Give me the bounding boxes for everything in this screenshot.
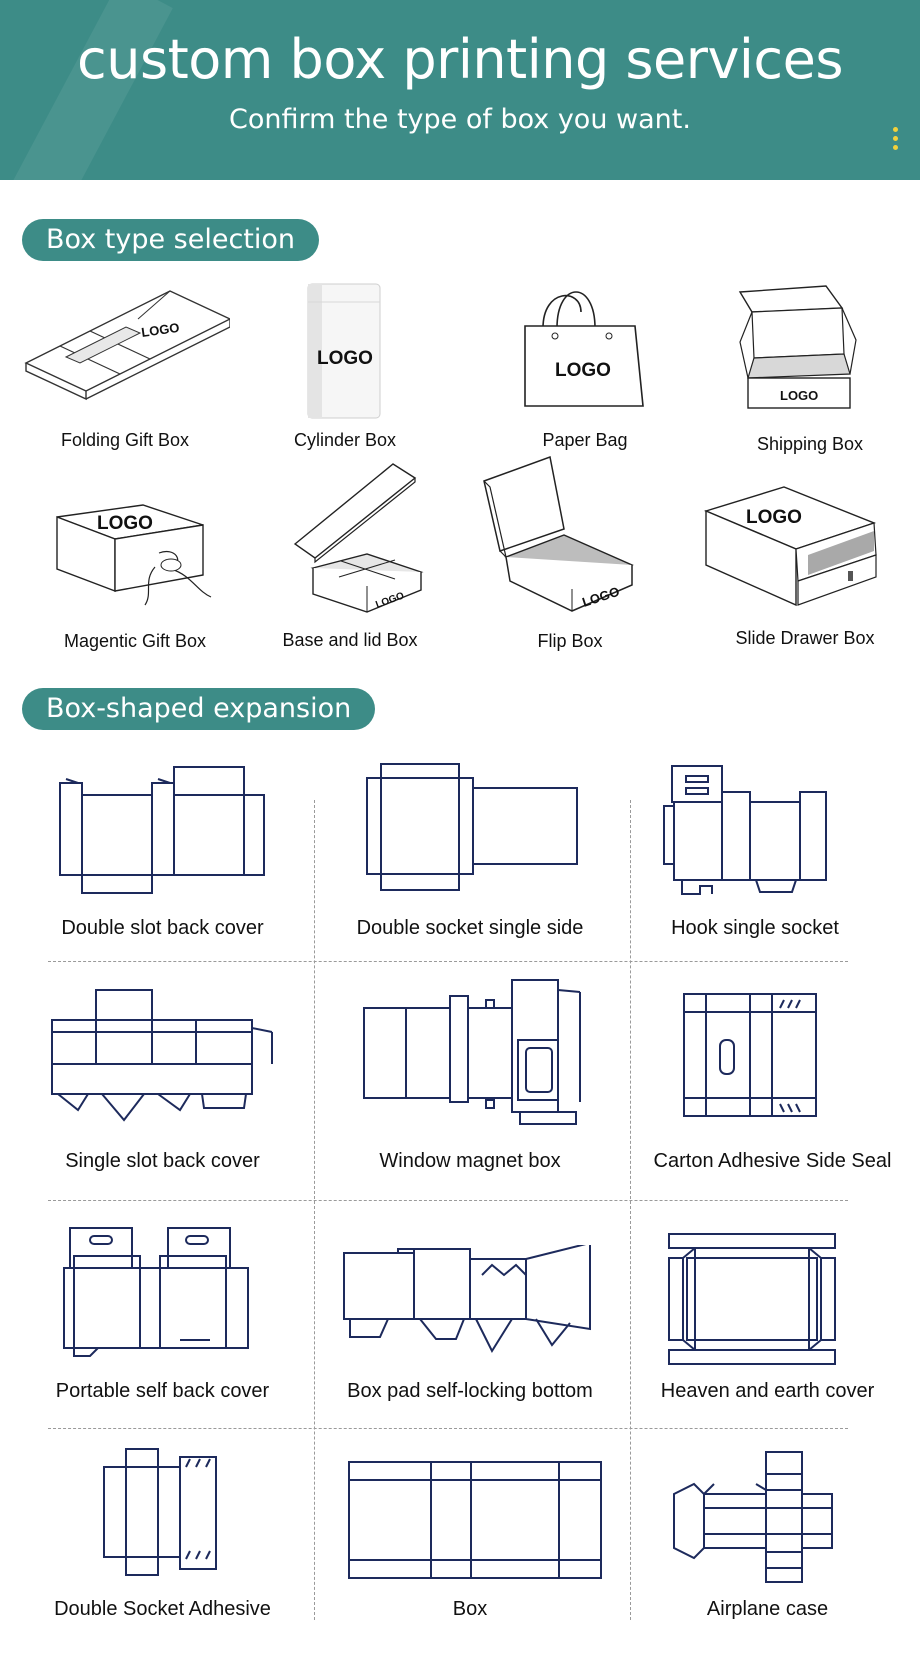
magnetic-gift-box-icon: LOGO (56, 504, 212, 606)
double-socket-single-side-dieline[interactable] (365, 760, 580, 895)
grid-divider (630, 800, 631, 1620)
item-label: Cylinder Box (293, 430, 397, 450)
header-banner: custom box printing services Confirm the… (0, 0, 920, 180)
box-type-item[interactable]: LOGO Cylinder Box (250, 280, 440, 455)
dieline-label: Double slot back cover (61, 917, 264, 939)
logo-text: LOGO (555, 360, 611, 381)
dieline-label: Airplane case (706, 1598, 829, 1620)
item-label: Paper Bag (542, 430, 628, 450)
shipping-box-icon: LOGO (738, 285, 857, 409)
box-type-item[interactable]: LOGO Folding Gift Box (20, 285, 230, 455)
window-magnet-box-dieline[interactable] (360, 978, 590, 1128)
logo-text: LOGO (317, 348, 373, 369)
dieline-label: Box (452, 1598, 488, 1620)
portable-self-back-cover-dieline[interactable] (60, 1222, 265, 1362)
item-label: Flip Box (537, 631, 603, 651)
double-socket-adhesive-dieline[interactable] (100, 1445, 220, 1580)
section-title-box-shaped: Box-shaped expansion (22, 688, 376, 730)
item-label: Slide Drawer Box (735, 628, 875, 648)
box-type-item[interactable]: LOGO Magentic Gift Box (35, 495, 235, 655)
grid-divider (48, 1200, 848, 1201)
box-type-item[interactable]: LOGO Base and lid Box (255, 462, 445, 655)
dieline-label: Carton Adhesive Side Seal (653, 1150, 892, 1172)
box-type-item[interactable]: LOGO Shipping Box (710, 282, 910, 457)
single-slot-back-cover-dieline[interactable] (48, 988, 278, 1123)
cylinder-box-icon: LOGO (307, 283, 381, 419)
double-slot-back-cover-dieline[interactable] (58, 765, 268, 895)
dieline-label: Single slot back cover (65, 1150, 260, 1172)
dieline-label: Box pad self-locking bottom (347, 1380, 593, 1402)
item-label: Magentic Gift Box (63, 631, 207, 651)
airplane-case-dieline[interactable] (670, 1450, 835, 1585)
decorative-dots (893, 127, 899, 154)
box-pad-self-locking-bottom-dieline[interactable] (340, 1241, 600, 1355)
item-label: Base and lid Box (282, 630, 418, 650)
dieline-label: Portable self back cover (55, 1380, 270, 1402)
box-type-item[interactable]: LOGO Slide Drawer Box (700, 485, 910, 655)
hook-single-socket-dieline[interactable] (660, 762, 840, 897)
logo-text: LOGO (746, 507, 802, 528)
grid-divider (314, 800, 315, 1620)
grid-divider (48, 961, 848, 962)
box-type-item[interactable]: LOGO Paper Bag (485, 282, 685, 454)
item-label: Folding Gift Box (60, 430, 190, 450)
dieline-label: Double socket single side (356, 917, 584, 939)
dieline-label: Heaven and earth cover (660, 1380, 875, 1402)
carton-adhesive-side-seal-dieline[interactable] (680, 992, 820, 1122)
grid-divider (48, 1428, 848, 1429)
page-title: custom box printing services (77, 28, 843, 91)
page-subtitle: Confirm the type of box you want. (229, 104, 691, 135)
heaven-and-earth-cover-dieline[interactable] (665, 1232, 840, 1367)
box-dieline[interactable] (345, 1458, 605, 1583)
item-label: Shipping Box (756, 434, 864, 454)
dieline-label: Hook single socket (671, 917, 839, 939)
flip-box-icon: LOGO (483, 455, 634, 612)
paper-bag-icon: LOGO (524, 291, 644, 407)
base-and-lid-box-icon: LOGO (293, 463, 424, 613)
folding-gift-box-icon: LOGO (24, 290, 230, 401)
logo-text: LOGO (97, 513, 153, 534)
dieline-label: Double Socket Adhesive (54, 1598, 271, 1620)
dieline-label: Window magnet box (379, 1150, 561, 1172)
box-type-item[interactable]: LOGO Flip Box (480, 455, 660, 655)
logo-text: LOGO (780, 388, 818, 403)
slide-drawer-box-icon: LOGO (703, 486, 877, 607)
section-title-box-type: Box type selection (22, 219, 320, 261)
logo-text: LOGO (140, 320, 180, 340)
